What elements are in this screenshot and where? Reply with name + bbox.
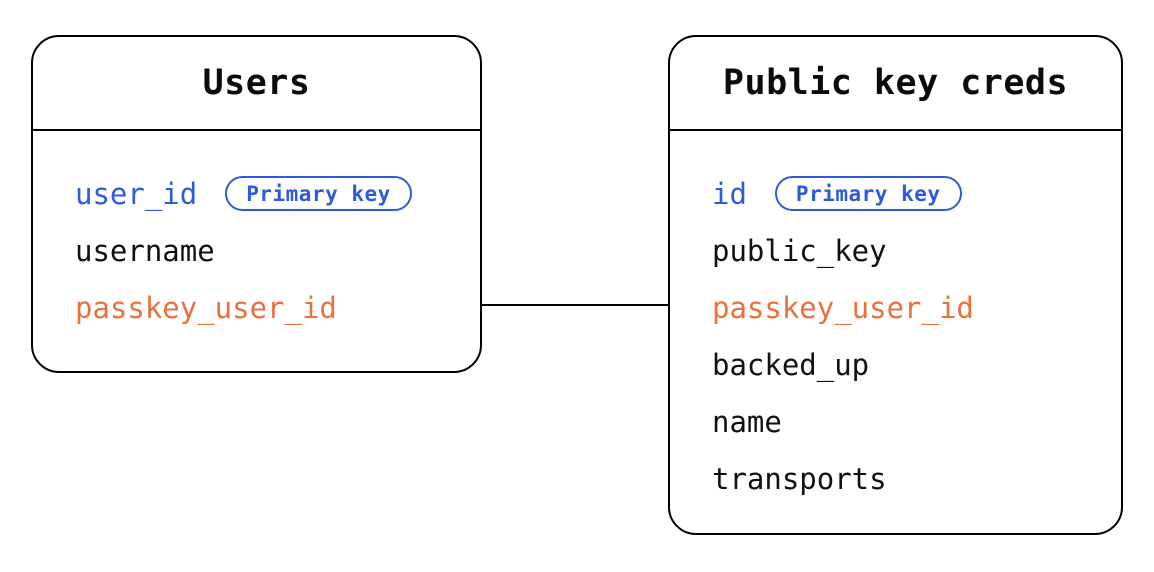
field-row-passkey_user_id: passkey_user_id [712, 279, 1101, 336]
table-users-fields: user_id Primary key username passkey_user_i… [33, 131, 480, 336]
field-name: public_key [712, 233, 887, 268]
field-name: id [712, 176, 747, 211]
field-name: passkey_user_id [712, 290, 974, 325]
field-name: passkey_user_id [75, 290, 337, 325]
field-row-id: id Primary key [712, 165, 1101, 222]
field-name: user_id [75, 176, 198, 211]
field-name: name [712, 404, 782, 439]
field-row-passkey_user_id: passkey_user_id [75, 279, 460, 336]
primary-key-badge: Primary key [225, 176, 412, 211]
field-name: backed_up [712, 347, 870, 382]
table-public-key-creds: Public key creds id Primary key public_key… [668, 35, 1123, 535]
field-name: username [75, 233, 215, 268]
field-name: transports [712, 461, 887, 496]
field-row-public_key: public_key [712, 222, 1101, 279]
field-row-name: name [712, 393, 1101, 450]
table-public-key-creds-title: Public key creds [670, 37, 1121, 131]
field-row-backed_up: backed_up [712, 336, 1101, 393]
table-users: Users user_id Primary key username passkey_… [31, 35, 482, 373]
field-row-user_id: user_id Primary key [75, 165, 460, 222]
primary-key-badge: Primary key [774, 176, 962, 211]
field-row-transports: transports [712, 450, 1101, 507]
table-users-title: Users [33, 37, 480, 131]
field-row-username: username [75, 222, 460, 279]
relationship-line [481, 304, 669, 306]
